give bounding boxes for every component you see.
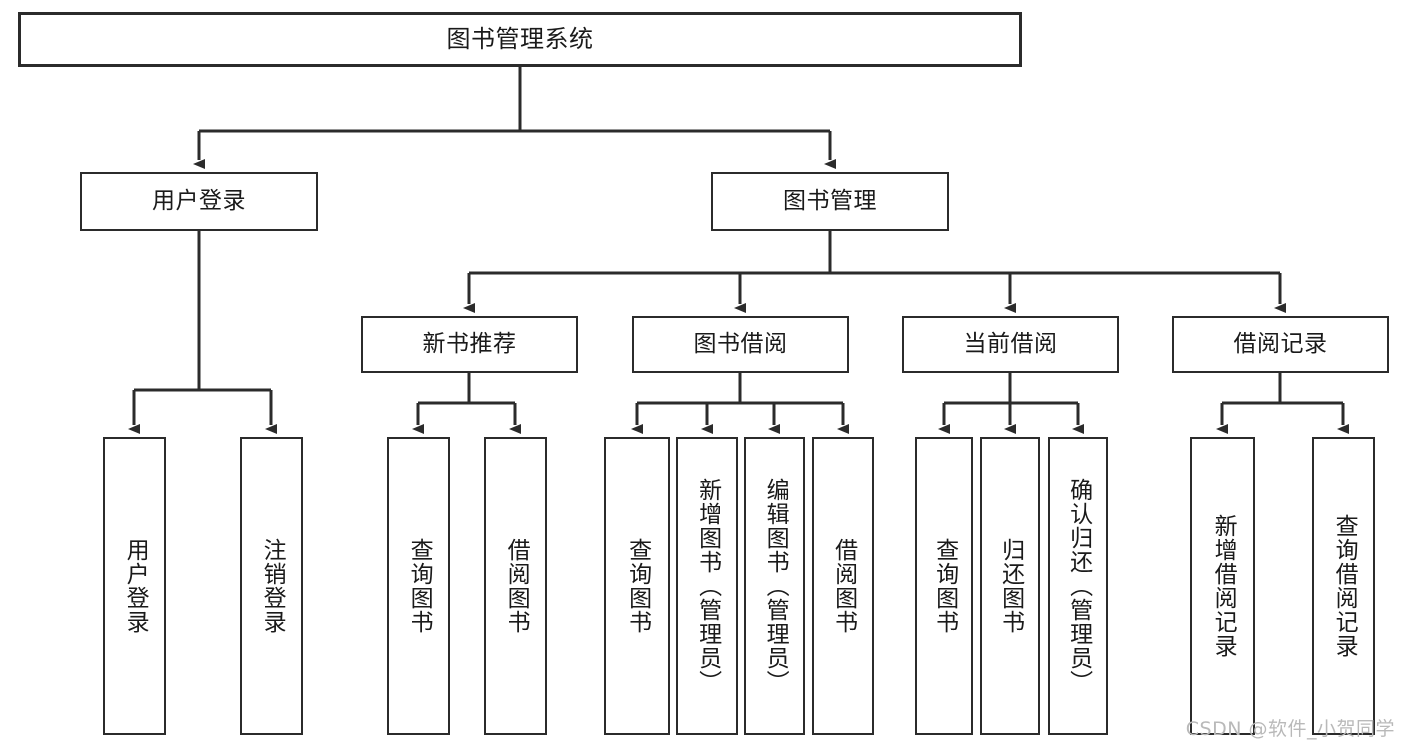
- node-root[interactable]: 图书管理系统: [18, 12, 1022, 67]
- node-leaf-borrow-book-1[interactable]: 借阅图书: [484, 437, 547, 735]
- node-borrow-record[interactable]: 借阅记录: [1172, 316, 1389, 373]
- node-leaf-add-record-label: 新增借阅记录: [1210, 514, 1237, 658]
- node-book-manage[interactable]: 图书管理: [711, 172, 949, 231]
- node-leaf-borrow-book-2[interactable]: 借阅图书: [812, 437, 874, 735]
- node-leaf-confirm-return[interactable]: 确认归还（管理员）: [1048, 437, 1108, 735]
- node-leaf-query-book-1[interactable]: 查询图书: [387, 437, 450, 735]
- watermark-text: CSDN @软件_小贺同学: [1185, 718, 1395, 740]
- node-leaf-logout[interactable]: 注销登录: [240, 437, 303, 735]
- node-leaf-query-book-3-label: 查询图书: [931, 538, 958, 634]
- node-new-book-recommend-label: 新书推荐: [422, 331, 517, 358]
- node-leaf-add-book[interactable]: 新增图书（管理员）: [676, 437, 738, 735]
- node-leaf-logout-label: 注销登录: [259, 538, 286, 634]
- node-leaf-user-login[interactable]: 用户登录: [103, 437, 166, 735]
- node-user-login[interactable]: 用户登录: [80, 172, 318, 231]
- node-leaf-edit-book[interactable]: 编辑图书（管理员）: [744, 437, 805, 735]
- node-borrow-record-label: 借阅记录: [1233, 331, 1328, 358]
- node-book-borrow[interactable]: 图书借阅: [632, 316, 849, 373]
- node-book-borrow-label: 图书借阅: [693, 331, 788, 358]
- node-leaf-return-book[interactable]: 归还图书: [980, 437, 1040, 735]
- node-leaf-add-book-label: 新增图书（管理员）: [694, 478, 721, 694]
- node-new-book-recommend[interactable]: 新书推荐: [361, 316, 578, 373]
- node-leaf-query-book-3[interactable]: 查询图书: [915, 437, 973, 735]
- node-user-login-label: 用户登录: [152, 188, 246, 215]
- node-leaf-query-record[interactable]: 查询借阅记录: [1312, 437, 1375, 735]
- node-current-borrow[interactable]: 当前借阅: [902, 316, 1119, 373]
- node-book-manage-label: 图书管理: [783, 188, 877, 215]
- node-leaf-return-book-label: 归还图书: [997, 538, 1024, 634]
- node-leaf-user-login-label: 用户登录: [122, 538, 149, 634]
- node-leaf-add-record[interactable]: 新增借阅记录: [1190, 437, 1255, 735]
- node-leaf-query-book-1-label: 查询图书: [406, 538, 433, 634]
- node-current-borrow-label: 当前借阅: [963, 331, 1058, 358]
- node-root-label: 图书管理系统: [446, 24, 594, 53]
- node-leaf-query-record-label: 查询借阅记录: [1331, 514, 1358, 658]
- node-leaf-query-book-2[interactable]: 查询图书: [604, 437, 670, 735]
- node-leaf-query-book-2-label: 查询图书: [624, 538, 651, 634]
- node-leaf-borrow-book-1-label: 借阅图书: [503, 538, 530, 634]
- node-leaf-confirm-return-label: 确认归还（管理员）: [1065, 478, 1092, 694]
- node-leaf-edit-book-label: 编辑图书（管理员）: [762, 478, 789, 694]
- node-leaf-borrow-book-2-label: 借阅图书: [830, 538, 857, 634]
